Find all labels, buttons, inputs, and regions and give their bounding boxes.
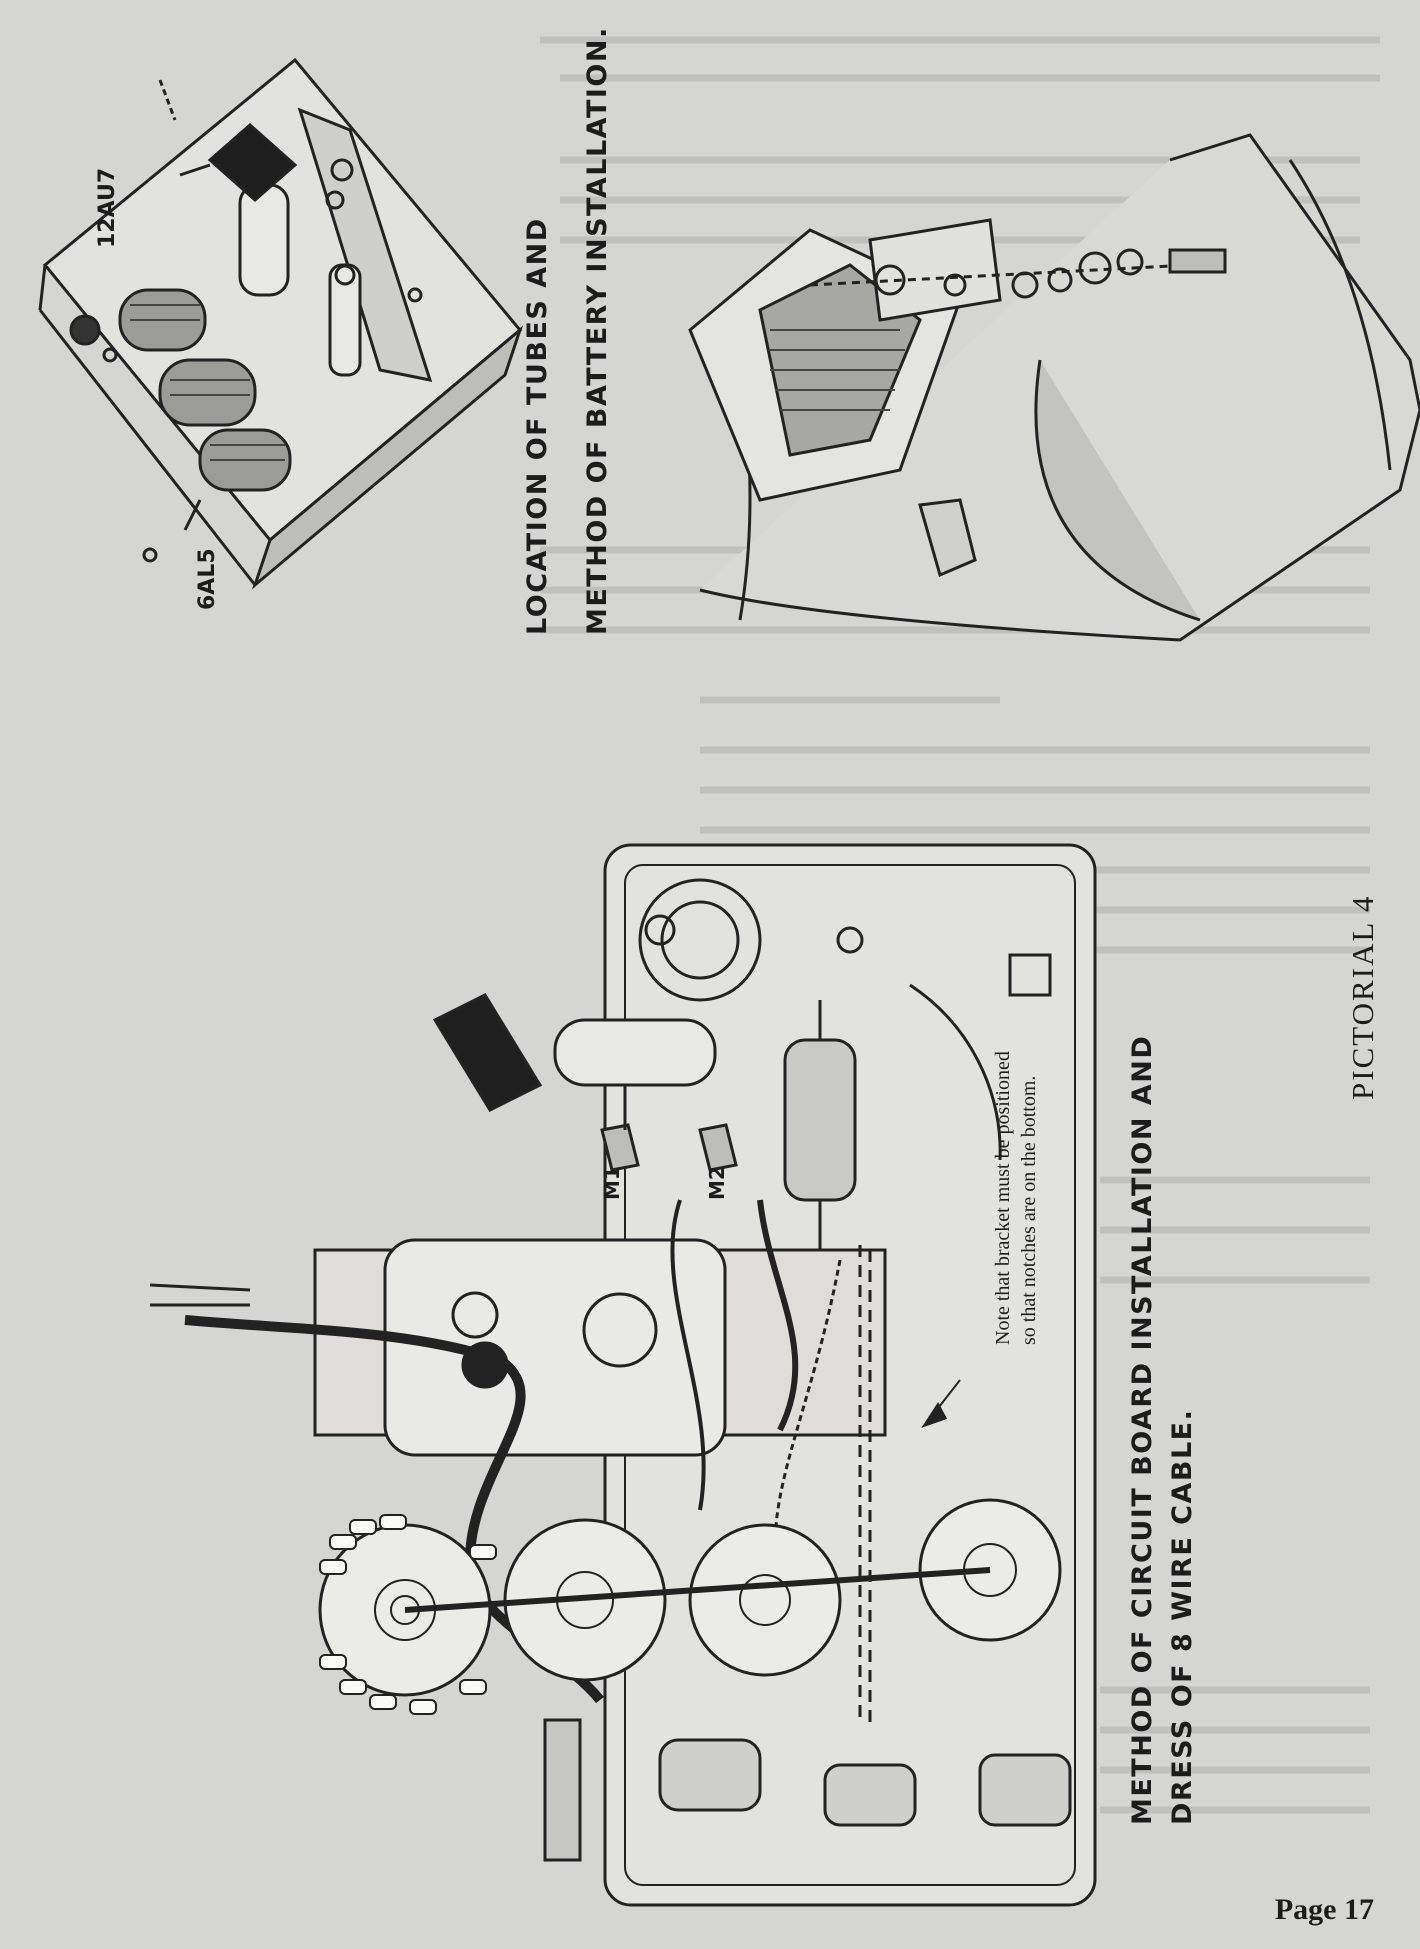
- meter-bracket-illustration: [688, 133, 1420, 642]
- bracket-note-line2: so that notches are on the bottom.: [1018, 1075, 1040, 1345]
- pictorial-title: PICTORIAL 4: [1345, 894, 1380, 1100]
- label-m1: M1: [600, 1166, 624, 1200]
- caption-board-line1: METHOD OF CIRCUIT BOARD INSTALLATION AND: [1127, 1034, 1158, 1825]
- tube-chassis-illustration: [38, 57, 524, 590]
- bracket-note-line1: Note that bracket must be positioned: [992, 1051, 1014, 1345]
- label-m2: M2: [705, 1166, 729, 1200]
- page-number: Page 17: [1274, 1893, 1374, 1926]
- caption-board-line2: DRESS OF 8 WIRE CABLE.: [1167, 1408, 1198, 1825]
